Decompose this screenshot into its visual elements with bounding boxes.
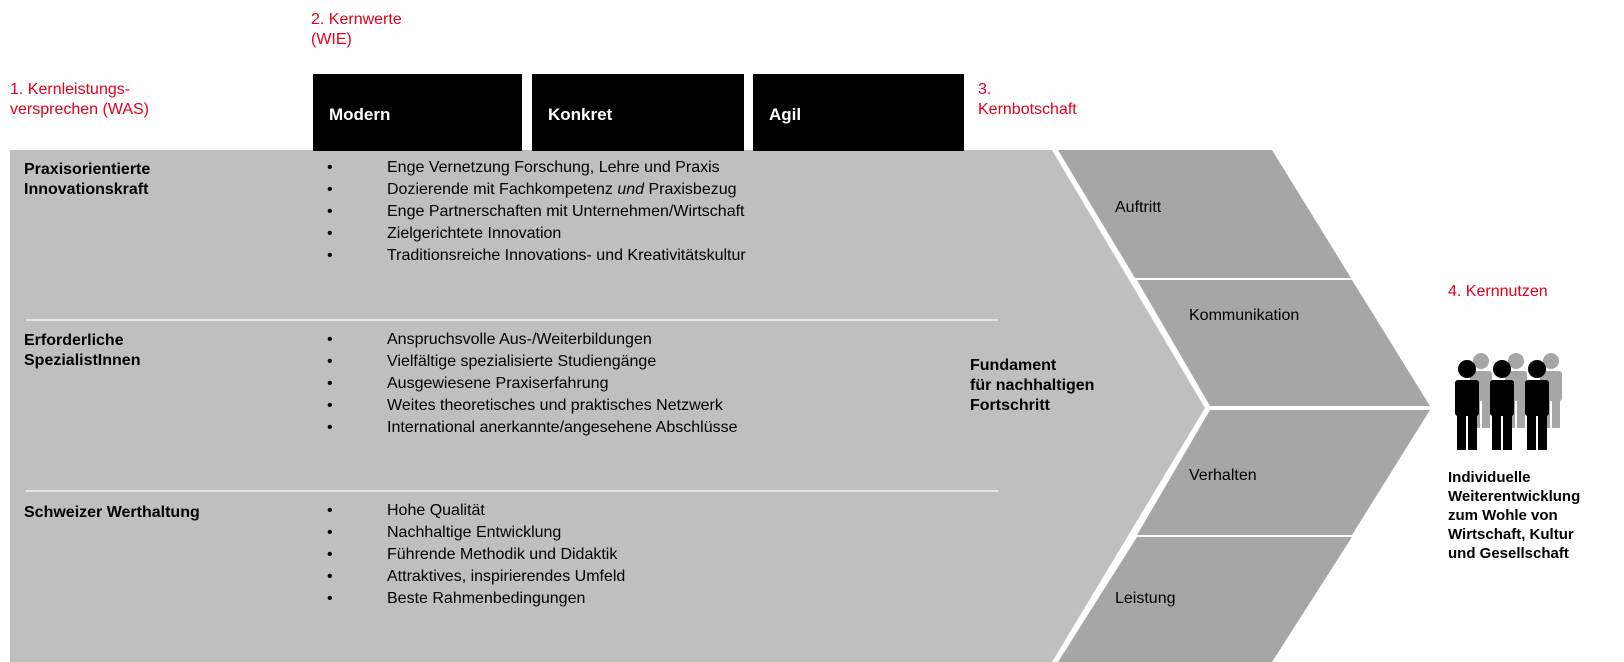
value-box-agil: Agil <box>753 74 964 151</box>
list-item: •Nachhaltige Entwicklung <box>327 522 625 544</box>
list-item: •Vielfältige spezialisierte Studiengänge <box>327 351 737 373</box>
bullet-list-innovationskraft: •Enge Vernetzung Forschung, Lehre und Pr… <box>327 157 746 267</box>
chevron-label-auftritt: Auftritt <box>1115 199 1162 216</box>
bullet-icon: • <box>327 397 333 414</box>
section-title-innovationskraft: Praxisorientierte Innovationskraft <box>24 161 151 198</box>
value-label: Agil <box>769 105 802 124</box>
value-box-konkret: Konkret <box>532 74 744 151</box>
label-kernbotschaft: 3. Kernbotschaft <box>978 81 1077 118</box>
value-label: Modern <box>329 105 391 124</box>
bullet-icon: • <box>327 181 333 198</box>
bullet-icon: • <box>327 159 333 176</box>
bullet-icon: • <box>327 375 333 392</box>
bullet-icon: • <box>327 524 333 541</box>
list-item: •Dozierende mit Fachkompetenz und Praxis… <box>327 179 746 201</box>
list-item: •Beste Rahmenbedingungen <box>327 588 625 610</box>
list-item: •Weites theoretisches und praktisches Ne… <box>327 395 737 417</box>
bullet-icon: • <box>327 546 333 563</box>
bullet-icon: • <box>327 203 333 220</box>
section-divider <box>26 490 998 492</box>
bullet-list-spezialisten: •Anspruchsvolle Aus-/Weiterbildungen •Vi… <box>327 329 737 439</box>
list-item: •International anerkannte/angesehene Abs… <box>327 417 737 439</box>
chevron-kommunikation <box>1137 280 1430 406</box>
bullet-icon: • <box>327 502 333 519</box>
bullet-icon: • <box>327 419 333 436</box>
list-item: •Enge Partnerschaften mit Unternehmen/Wi… <box>327 201 746 223</box>
bullet-icon: • <box>327 353 333 370</box>
section-divider <box>26 319 998 321</box>
label-kernwerte: 2. Kernwerte (WIE) <box>311 11 402 48</box>
list-item: •Hohe Qualität <box>327 500 625 522</box>
chevron-leistung <box>1058 537 1352 662</box>
bullet-icon: • <box>327 331 333 348</box>
section-title-werthaltung: Schweizer Werthaltung <box>24 504 200 521</box>
chevron-auftritt <box>1058 150 1351 278</box>
foundation-arrow <box>10 150 1205 662</box>
chevron-label-kommunikation: Kommunikation <box>1189 307 1300 324</box>
label-kernnutzen: 4. Kernnutzen <box>1448 283 1548 300</box>
chevron-label-verhalten: Verhalten <box>1189 467 1257 484</box>
chevron-label-leistung: Leistung <box>1115 590 1176 607</box>
value-label: Konkret <box>548 105 613 124</box>
list-item: •Führende Methodik und Didaktik <box>327 544 625 566</box>
list-item: •Enge Vernetzung Forschung, Lehre und Pr… <box>327 157 746 179</box>
list-item: •Anspruchsvolle Aus-/Weiterbildungen <box>327 329 737 351</box>
chevron-verhalten <box>1137 410 1430 535</box>
bullet-icon: • <box>327 247 333 264</box>
bullet-icon: • <box>327 225 333 242</box>
list-item: •Traditionsreiche Innovations- und Kreat… <box>327 245 746 267</box>
benefit-text: Individuelle Weiterentwicklung zum Wohle… <box>1448 469 1581 562</box>
value-box-modern: Modern <box>313 74 522 151</box>
section-title-spezialisten: Erforderliche SpezialistInnen <box>24 332 141 369</box>
list-item: •Ausgewiesene Praxiserfahrung <box>327 373 737 395</box>
label-kernleistung: 1. Kernleistungs- versprechen (WAS) <box>10 81 149 118</box>
bullet-icon: • <box>327 590 333 607</box>
people-group-icon <box>1455 353 1562 450</box>
foundation-label: Fundament für nachhaltigen Fortschritt <box>970 357 1095 414</box>
bullet-list-werthaltung: •Hohe Qualität •Nachhaltige Entwicklung … <box>327 500 625 610</box>
list-item: •Attraktives, inspirierendes Umfeld <box>327 566 625 588</box>
bullet-icon: • <box>327 568 333 585</box>
list-item: •Zielgerichtete Innovation <box>327 223 746 245</box>
